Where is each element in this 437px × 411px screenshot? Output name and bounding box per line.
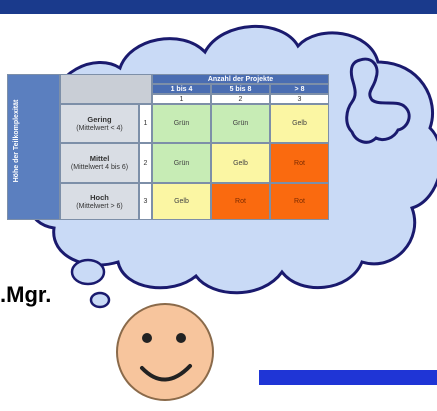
row-label-gering: Gering (Mittelwert < 4): [60, 104, 139, 143]
row-index: 1: [139, 104, 152, 143]
row-detail: (Mittelwert < 4): [76, 124, 123, 132]
y-axis-label: Höhe der Teilkomplexität: [13, 99, 20, 183]
accent-bar: [259, 370, 437, 385]
right-eye: [176, 333, 186, 343]
hand-icon: [345, 57, 411, 144]
column-header-3: > 8: [270, 84, 329, 94]
matrix-cell: Rot: [270, 143, 329, 183]
matrix-cell: Grün: [152, 104, 211, 143]
top-header-bar: [0, 0, 437, 14]
row-index: 2: [139, 143, 152, 183]
project-matrix-table: Höhe der Teilkomplexität Anzahl der Proj…: [7, 74, 329, 220]
y-axis-label-cell: Höhe der Teilkomplexität: [7, 74, 60, 220]
row-label-hoch: Hoch (Mittelwert > 6): [60, 183, 139, 220]
row-detail: (Mittelwert 4 bis 6): [70, 164, 129, 171]
column-header-1: 1 bis 4: [152, 84, 211, 94]
column-index-2: 2: [211, 94, 270, 104]
speaker-label: .Mgr.: [0, 282, 52, 307]
column-index-3: 3: [270, 94, 329, 104]
matrix-cell: Gelb: [211, 143, 270, 183]
row-label-mittel: Mittel (Mittelwert 4 bis 6): [60, 143, 139, 183]
row-index: 3: [139, 183, 152, 220]
left-eye: [142, 333, 152, 343]
column-index-1: 1: [152, 94, 211, 104]
matrix-cell: Rot: [211, 183, 270, 220]
thought-bubble-large: [70, 258, 106, 286]
row-detail: (Mittelwert > 6): [76, 202, 123, 210]
row-name: Mittel: [89, 154, 110, 163]
matrix-cell: Gelb: [270, 104, 329, 143]
column-group-header: Anzahl der Projekte: [152, 74, 329, 84]
matrix-cell: Grün: [211, 104, 270, 143]
matrix-cell: Grün: [152, 143, 211, 183]
smile: [140, 364, 192, 382]
matrix-cell: Rot: [270, 183, 329, 220]
row-name: Gering: [87, 114, 112, 124]
thought-bubble-small: [89, 291, 111, 309]
column-header-2: 5 bis 8: [211, 84, 270, 94]
smiley-face: [116, 303, 214, 401]
matrix-cell: Gelb: [152, 183, 211, 220]
corner-cell: [60, 74, 152, 104]
row-name: Hoch: [90, 192, 109, 202]
